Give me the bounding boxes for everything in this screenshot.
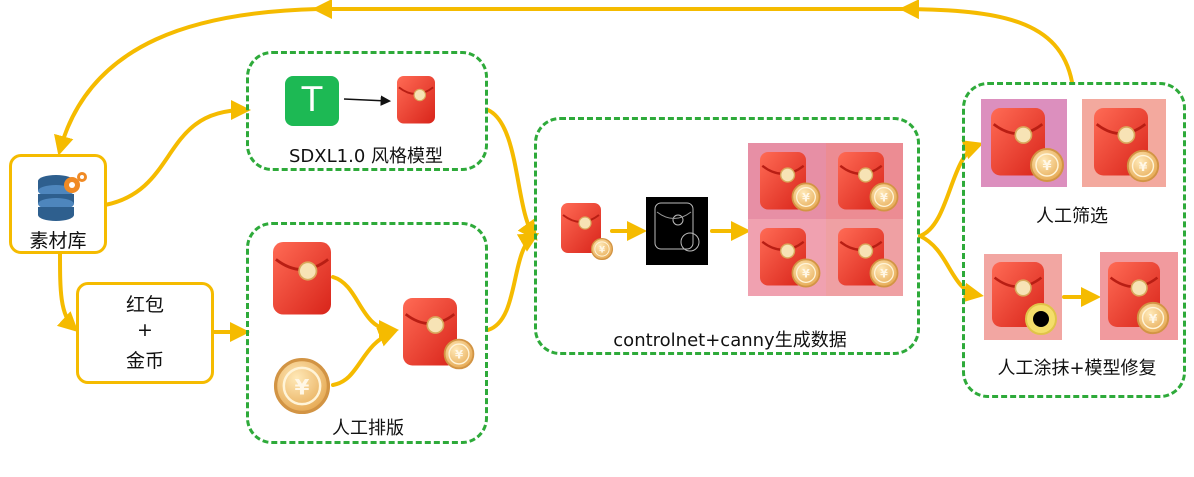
- masked-image: [984, 254, 1062, 340]
- feedback-arrow-right-segment: [899, 0, 1074, 84]
- arrow-library-to-materials: [56, 251, 79, 333]
- sdxl-group: [246, 51, 488, 171]
- materials-node: [76, 282, 214, 384]
- arrow-coin-to-composite: [331, 327, 399, 387]
- arrow-controlnet-to-paint: [918, 234, 984, 303]
- text-t-icon: [285, 76, 339, 126]
- sdxl-label: SDXL1.0 风格模型: [289, 146, 443, 167]
- arrow-sdxl-to-controlnet: [486, 108, 538, 241]
- feedback-arrow-left-segment: [54, 7, 320, 156]
- filter-image-1: [981, 99, 1067, 187]
- filter-image-2: [1082, 99, 1166, 187]
- text-icon-letter: T: [301, 80, 323, 120]
- repaired-image: [1100, 252, 1178, 340]
- manual-layout-group: [246, 222, 488, 444]
- canny-edge-map: [646, 197, 708, 265]
- controlnet-label: controlnet+canny生成数据: [613, 330, 847, 351]
- manual-paint-label: 人工涂抹+模型修复: [997, 358, 1157, 379]
- arrow-library-to-sdxl: [103, 100, 251, 207]
- arrow-controlnet-to-filter: [918, 140, 984, 238]
- generated-images-grid: [748, 143, 903, 296]
- materials-line-2: +: [137, 319, 153, 341]
- manual-filter-label: 人工筛选: [1036, 206, 1108, 227]
- arrow-layout-to-controlnet: [486, 232, 540, 332]
- arrow-text-to-envelope: [343, 95, 392, 106]
- materials-line-1: 红包: [125, 294, 165, 316]
- library-label: 素材库: [29, 230, 87, 252]
- manual-filter-paint-group: [962, 82, 1186, 398]
- controlnet-group: [534, 117, 920, 355]
- manual-layout-label: 人工排版: [332, 418, 404, 439]
- materials-line-3: 金币: [125, 350, 165, 372]
